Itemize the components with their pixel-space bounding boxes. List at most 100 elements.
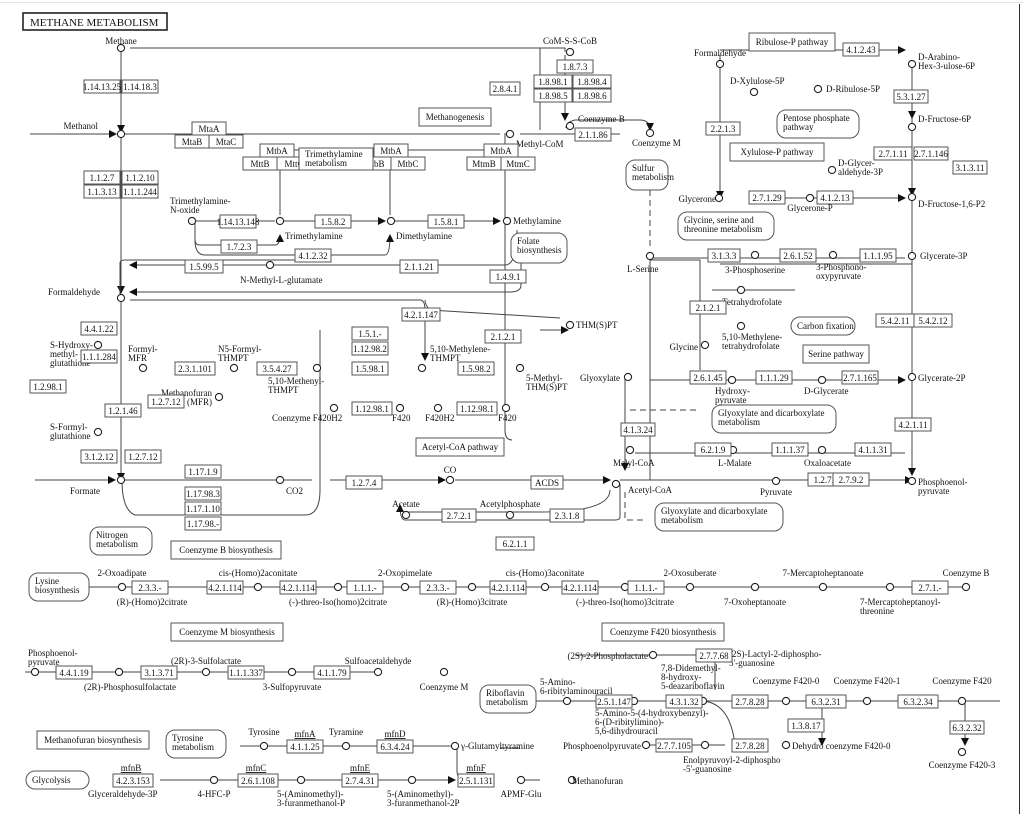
compound-d-fructose-6p[interactable]: D-Fructose-6P — [907, 114, 971, 132]
compound-node[interactable] — [565, 320, 575, 330]
compound-4-hfc-p[interactable]: 4-HFC-P — [197, 775, 231, 799]
enzyme-box[interactable]: 1.1.1.284 — [80, 349, 118, 364]
compound-methyl-com[interactable]: Methyl-CoM — [505, 129, 564, 149]
compound-node[interactable] — [265, 260, 275, 270]
enzyme-box[interactable]: ACDS — [530, 475, 564, 490]
compound-node[interactable] — [312, 363, 322, 373]
enzyme-box[interactable]: 6.3.2.32 — [949, 720, 985, 735]
enzyme-box[interactable]: 1.5.8.1 — [427, 214, 465, 229]
enzyme-box[interactable]: 2.7.8.28 — [731, 694, 769, 709]
compound-node[interactable] — [623, 372, 633, 382]
compound-methenyl-thmpt[interactable]: 5,10-Methenyl-THMPT — [268, 363, 324, 395]
compound-5-amino-6-ribitylaminouracil[interactable]: 5-Amino-6-ribitylaminouracil — [540, 677, 613, 706]
enzyme-box[interactable]: 2.1.1.86 — [574, 127, 612, 142]
enzyme-box[interactable]: MtbA — [373, 143, 409, 158]
enzyme-box[interactable]: MtbC — [390, 156, 426, 171]
enzyme-box[interactable]: 1.5.99.5 — [184, 259, 224, 274]
compound-node[interactable] — [562, 696, 572, 706]
compound-node[interactable] — [907, 476, 917, 486]
compound-node[interactable] — [540, 582, 550, 592]
compound-methyl-thmspt[interactable]: 5-Methyl-THM(S)PT — [515, 363, 568, 392]
compound-formyl-mfr[interactable]: Formyl-MFR — [128, 344, 158, 373]
compound-node[interactable] — [505, 510, 515, 520]
compound-methylene-thmpt[interactable]: 5,10-Methylene-THMPT — [417, 344, 490, 373]
compound-glycerate-3p[interactable]: Glycerate-3P — [907, 251, 967, 261]
compound-node[interactable] — [645, 128, 655, 138]
compound-hydroxypyruvate[interactable]: Hydroxy-pyruvate — [715, 375, 750, 405]
enzyme-box[interactable]: 2.1.2.1 — [484, 329, 522, 344]
compound-glycerate-2p[interactable]: Glycerate-2P — [907, 372, 965, 383]
compound-formaldehyde-r[interactable]: Formaldehyde — [694, 48, 746, 69]
compound-node[interactable] — [714, 193, 724, 203]
compound-node[interactable] — [750, 582, 760, 592]
compound-d-xylulose-5p[interactable]: D-Xylulose-5P — [730, 76, 785, 97]
enzyme-box[interactable]: 4.4.1.19 — [55, 665, 93, 680]
enzyme-box[interactable]: 1.2.7.4 — [345, 475, 383, 490]
enzyme-box[interactable]: 2.2.1.3 — [705, 121, 741, 136]
enzyme-box[interactable]: 1.14.18.3 — [121, 79, 159, 94]
compound-node[interactable] — [727, 375, 737, 385]
compound-d-arabino-hex-3-ulose-6p[interactable]: D-Arabino-Hex-3-ulose-6P — [907, 52, 975, 71]
enzyme-box[interactable]: 5.3.1.27 — [893, 89, 929, 104]
compound-node[interactable] — [253, 582, 263, 592]
enzyme-box[interactable]: 1.4.9.1 — [489, 269, 527, 284]
compound-s-formylglutathione[interactable]: S-Formyl-glutathione — [50, 422, 103, 441]
enzyme-box[interactable]: 2.5.1.131 — [457, 773, 495, 788]
enzyme-box[interactable]: 1.17.1.9 — [184, 464, 222, 479]
enzyme-box[interactable]: MtbA — [483, 143, 519, 158]
compound-methanol[interactable]: Methanol — [64, 121, 126, 139]
compound-trimethylamine-n-oxide[interactable]: Trimethylamine-N-oxide — [170, 196, 231, 226]
compound-f420-a[interactable]: F420 — [392, 403, 411, 423]
enzyme-box[interactable]: 1.2.7.12 — [124, 449, 162, 464]
enzyme-box[interactable]: 1.1.1.37 — [771, 442, 809, 457]
compound-tyramine[interactable]: Tyramine — [329, 727, 363, 751]
enzyme-box[interactable]: 1.17.98.- — [184, 516, 222, 531]
compound-s-hydroxymethylglutathione[interactable]: S-Hydroxy-methyl-glutathione — [50, 340, 103, 368]
compound-node[interactable] — [445, 475, 455, 485]
compound-oxaloacetate[interactable]: Oxaloacetate — [804, 445, 851, 468]
enzyme-box[interactable]: 2.7.1.11 — [873, 146, 913, 161]
compound-node[interactable] — [961, 582, 971, 592]
compound-node[interactable] — [116, 129, 126, 139]
enzyme-box[interactable]: MtaA — [191, 121, 227, 136]
enzyme-box[interactable]: 3.1.3.3 — [707, 248, 741, 263]
compound-methylamine[interactable]: Methylamine — [502, 216, 561, 226]
compound-node[interactable] — [781, 740, 791, 750]
compound-co[interactable]: CO — [444, 465, 457, 485]
enzyme-box[interactable]: 3.1.3.11 — [952, 160, 988, 175]
compound-node[interactable] — [395, 403, 405, 413]
compound-node[interactable] — [565, 121, 575, 131]
enzyme-box[interactable]: 1.12.98.2 — [351, 341, 389, 356]
compound-enolpyruvoyl-2-diphospho-5-guanosine[interactable]: Enolpyruvoyl-2-diphospho-5'-guanosine — [683, 740, 781, 774]
enzyme-box[interactable]: 2.7.4.31 — [341, 773, 379, 788]
enzyme-box[interactable]: 2.7.1.29 — [748, 190, 786, 205]
enzyme-box[interactable]: 2.3.1.8 — [549, 508, 585, 523]
compound-dimethylamine[interactable]: Dimethylamine — [386, 216, 452, 241]
enzyme-box[interactable]: 5.4.2.12 — [913, 313, 953, 328]
compound-pep-m[interactable]: Phosphoenol-pyruvate — [28, 648, 78, 677]
compound-methane[interactable]: Methane — [105, 36, 137, 53]
enzyme-box[interactable]: 4.1.2.43 — [842, 42, 880, 57]
compound-node[interactable] — [641, 740, 651, 750]
compound-node[interactable] — [516, 775, 526, 785]
enzyme-box[interactable]: 4.3.1.32 — [665, 694, 703, 709]
compound-threo-isohomocitrate[interactable]: (-)-threo-Iso(homo)2citrate — [289, 582, 387, 607]
compound-node[interactable] — [333, 582, 343, 592]
enzyme-box[interactable]: 4.1.1.31 — [854, 442, 892, 457]
enzyme-box[interactable]: 4.1.1.25 — [286, 739, 324, 754]
enzyme-box[interactable]: 1.1.1.95 — [859, 248, 897, 263]
compound-7-mercaptoheptanoylthreonine[interactable]: 7-Mercaptoheptanoyl-threonine — [860, 582, 940, 616]
enzyme-box[interactable]: 2.7.7.105 — [655, 738, 693, 753]
compound-acetyl-coa[interactable]: Acetyl-CoA — [611, 479, 672, 495]
enzyme-box[interactable]: 1.2.98.1 — [29, 379, 67, 394]
enzyme-box[interactable]: 2.7.2.1 — [441, 508, 477, 523]
enzyme-box[interactable]: 2.7.8.28 — [731, 738, 769, 753]
pathway-map-glycolysis[interactable]: Glycolysis — [25, 770, 90, 790]
enzyme-box[interactable]: 3.5.4.27 — [256, 361, 298, 376]
compound-glycerone-p[interactable]: Glycerone-P — [787, 193, 833, 213]
enzyme-box[interactable]: 4.2.1.147 — [401, 307, 441, 322]
enzyme-box[interactable]: 1.5.98.2 — [457, 361, 495, 376]
